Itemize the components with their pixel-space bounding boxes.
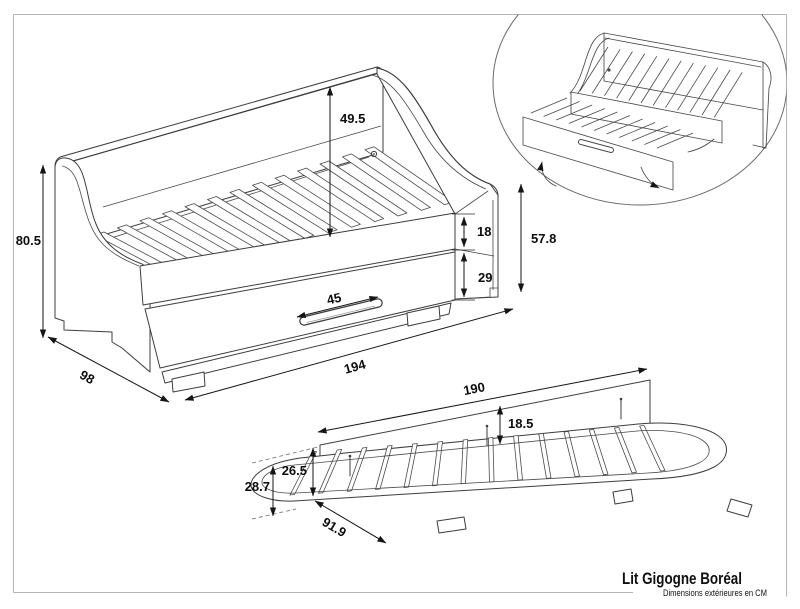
inset-cam-screw-dot — [607, 68, 611, 72]
pull-out-arrow-left — [537, 161, 557, 187]
dim-label-depth: 98 — [77, 367, 97, 387]
trundle-frame-inner — [261, 430, 710, 494]
dim-line-length — [184, 308, 514, 401]
drawing-title: Lit Gigogne Boréal — [622, 570, 742, 588]
cam-screw-dot — [370, 150, 378, 158]
inset-trundle-slats — [530, 97, 694, 149]
inset-right-panel — [752, 61, 772, 149]
inset-drawer-handle — [578, 139, 614, 153]
inset-detail-view — [492, 14, 787, 206]
dim-label-length: 194 — [342, 356, 368, 376]
title-block: Lit Gigogne Boréal Dimensions extérieure… — [622, 570, 767, 598]
drawing-subtitle: Dimensions extérieures en CM — [663, 588, 767, 598]
inset-front-rail — [570, 91, 723, 144]
dim-label-trundle-length: 190 — [462, 379, 486, 398]
dim-label-side-height: 57.8 — [531, 231, 556, 246]
page-frame-border — [13, 14, 787, 597]
inset-bed-slats — [579, 46, 743, 118]
inset-back-panel — [603, 32, 764, 111]
inset-left-curve — [569, 32, 606, 94]
trundle-supports — [436, 488, 753, 534]
inset-circle — [492, 14, 787, 206]
pull-out-arrow-right — [640, 166, 660, 189]
dim-line-trundle-depth — [314, 500, 387, 544]
main-view-dimensions: 80.5 49.5 18 29 57.8 45 98 194 — [16, 86, 556, 403]
dim-label-backrest-height: 49.5 — [340, 111, 365, 126]
inset-trundle-drawer — [522, 116, 674, 191]
main-bed-view — [54, 66, 499, 393]
bed-front-rail — [139, 212, 456, 306]
dim-label-trundle-total-height: 28.7 — [245, 479, 270, 494]
dim-label-rail-height: 18 — [477, 224, 491, 239]
dim-label-drawer-height: 29 — [478, 270, 492, 285]
dim-line-trundle-length — [317, 367, 648, 434]
dim-line-depth — [47, 336, 170, 403]
trundle-frame-view — [250, 379, 753, 534]
dim-label-backboard-height: 18.5 — [508, 416, 533, 431]
dim-label-total-height: 80.5 — [16, 233, 41, 248]
dim-label-panel-height: 26.5 — [282, 463, 307, 478]
dim-label-handle-length: 45 — [325, 290, 342, 308]
back-panel-seam — [102, 125, 382, 208]
bed-back-panel — [65, 71, 384, 247]
